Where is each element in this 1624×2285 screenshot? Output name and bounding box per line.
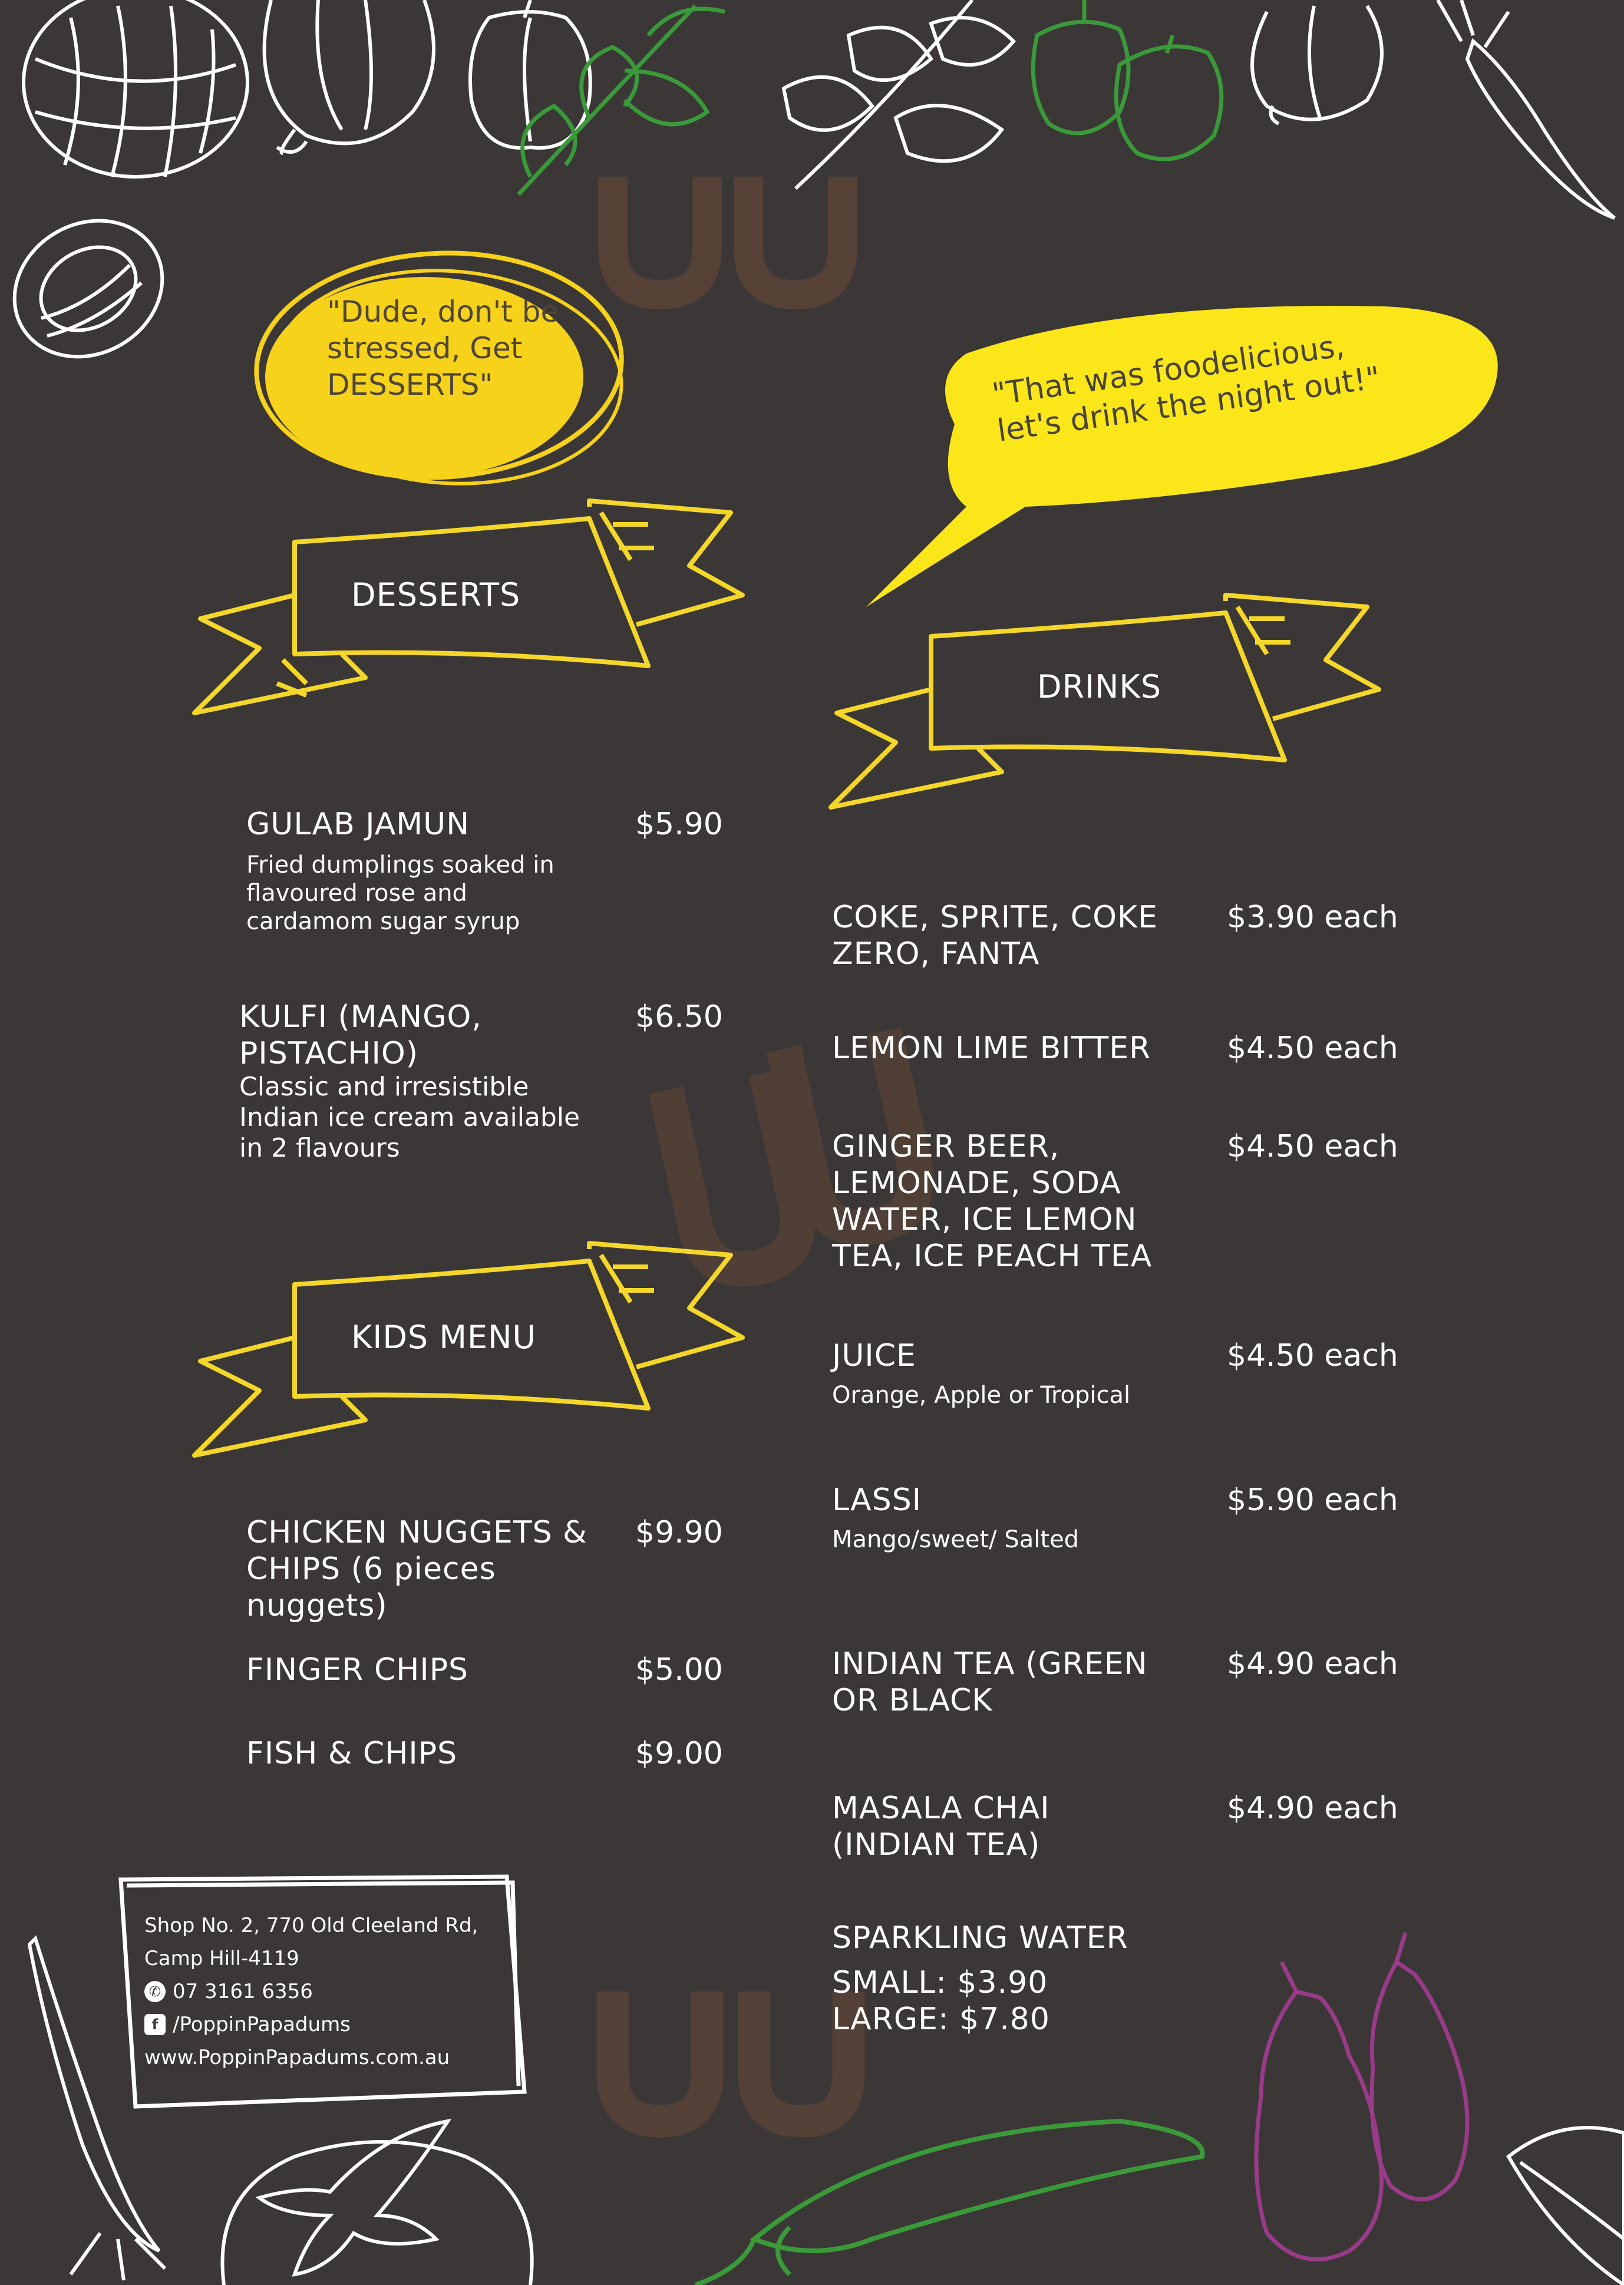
kids-item: CHICKEN NUGGETS & CHIPS (6 pieces nugget… — [246, 1514, 735, 1624]
kids-item: FISH & CHIPS $9.00 — [246, 1735, 735, 1772]
drink-name: LEMON LIME BITTER — [832, 1031, 1151, 1066]
website-link[interactable]: www.PoppinPapadums.com.au — [144, 2046, 450, 2069]
dessert-name: GULAB JAMUN — [246, 807, 470, 842]
drink-price: $5.90 each — [1227, 1482, 1398, 1518]
dessert-name: KULFI (MANGO, PISTACHIO) — [239, 999, 482, 1071]
herb-leaf-doodle-icon — [517, 4, 725, 196]
drink-item: GINGER BEER, LEMONADE, SODA WATER, ICE L… — [832, 1128, 1410, 1274]
bell-pepper-doodle-icon — [468, 0, 592, 150]
drink-name: SPARKLING WATER — [832, 1920, 1128, 1956]
facebook-icon: f — [144, 2014, 166, 2035]
drink-price: $4.50 each — [1227, 1129, 1398, 1164]
dessert-description: Classic and irresistible Indian ice crea… — [239, 1072, 580, 1163]
desserts-section-title: DESSERTS — [351, 576, 521, 613]
drink-item: LASSI $5.90 each Mango/sweet/ Salted — [832, 1482, 1410, 1554]
drink-item: LEMON LIME BITTER $4.50 each — [832, 1030, 1410, 1066]
drinks-quote: "That was foodelicious, let's drink the … — [990, 310, 1478, 450]
drink-item: MASALA CHAI (INDIAN TEA) $4.90 each — [832, 1790, 1410, 1863]
facebook-handle[interactable]: /PoppinPapadums — [173, 2013, 351, 2036]
kids-item-price: $9.00 — [635, 1736, 723, 1771]
dessert-price: $5.90 — [635, 807, 723, 842]
onion-doodle-icon — [262, 0, 435, 155]
garlic-doodle-icon — [22, 0, 249, 179]
kids-item-name: CHICKEN NUGGETS & CHIPS (6 pieces nugget… — [246, 1515, 587, 1623]
address-line2: Camp Hill-4119 — [144, 1947, 299, 1970]
drink-description: Mango/sweet/ Salted — [832, 1526, 1080, 1553]
dessert-description: Fried dumplings soaked in flavoured rose… — [246, 851, 554, 935]
phone-row[interactable]: ✆ 07 3161 6356 — [144, 1975, 510, 2008]
drink-price-large: LARGE: $7.80 — [832, 2002, 1050, 2037]
desserts-quote-text: "Dude, don't be stressed, Get DESSERTS" — [327, 295, 559, 402]
carrot-doodle-icon — [1436, 0, 1616, 220]
drink-item: COKE, SPRITE, COKE ZERO, FANTA $3.90 eac… — [832, 899, 1410, 972]
kids-item-name: FINGER CHIPS — [246, 1652, 469, 1688]
dessert-item: KULFI (MANGO, PISTACHIO) $6.50 Classic a… — [239, 999, 734, 1164]
drink-price: $4.50 each — [1227, 1338, 1398, 1373]
herb-sprig-doodle-icon — [781, 0, 1016, 190]
drink-name: LASSI — [832, 1482, 922, 1518]
mushroom-doodle-icon — [12, 219, 164, 359]
drink-price-small: SMALL: $3.90 — [832, 1965, 1048, 2000]
drink-name: MASALA CHAI (INDIAN TEA) — [832, 1791, 1050, 1863]
watermark-logo-bottom — [596, 1992, 865, 2138]
drinks-section-title: DRINKS — [1037, 668, 1162, 705]
tomato-doodle-icon — [220, 2118, 534, 2285]
kids-item-price: $9.90 — [635, 1515, 723, 1550]
drink-name: JUICE — [832, 1338, 916, 1373]
drink-item: INDIAN TEA (GREEN OR BLACK $4.90 each — [832, 1646, 1410, 1719]
kids-item-price: $5.00 — [635, 1652, 723, 1688]
green-peppers-doodle-icon — [1031, 0, 1224, 161]
drink-name: GINGER BEER, LEMONADE, SODA WATER, ICE L… — [832, 1129, 1153, 1274]
dessert-item: GULAB JAMUN $5.90 Fried dumplings soaked… — [246, 806, 735, 936]
drink-item: SPARKLING WATER SMALL: $3.90 LARGE: $7.8… — [832, 1920, 1410, 2038]
drink-price: $4.90 each — [1227, 1646, 1398, 1682]
drink-name: COKE, SPRITE, COKE ZERO, FANTA — [832, 900, 1158, 972]
watermark-logo-top — [598, 177, 857, 310]
drink-item: JUICE $4.50 each Orange, Apple or Tropic… — [832, 1338, 1410, 1409]
drink-price: $4.50 each — [1227, 1031, 1398, 1066]
kids-item: FINGER CHIPS $5.00 — [246, 1652, 735, 1688]
drink-price: $4.90 each — [1227, 1791, 1398, 1826]
facebook-row[interactable]: f /PoppinPapadums — [144, 2008, 510, 2041]
dessert-price: $6.50 — [635, 999, 723, 1035]
kids-item-name: FISH & CHIPS — [246, 1736, 458, 1771]
drink-description: Orange, Apple or Tropical — [832, 1382, 1131, 1409]
leaf-bottom-doodle-icon — [1506, 2126, 1624, 2285]
whatsapp-phone-icon: ✆ — [144, 1981, 166, 2002]
drink-name: INDIAN TEA (GREEN OR BLACK — [832, 1646, 1148, 1718]
kids-menu-section-title: KIDS MENU — [351, 1319, 536, 1356]
onion-right-doodle-icon — [1250, 5, 1384, 126]
chili-doodle-icon — [694, 2118, 1205, 2285]
address-line1: Shop No. 2, 770 Old Cleeland Rd, — [144, 1914, 478, 1937]
contact-box: Shop No. 2, 770 Old Cleeland Rd, Camp Hi… — [144, 1909, 510, 2074]
phone-number[interactable]: 07 3161 6356 — [173, 1980, 313, 2003]
drink-price: $3.90 each — [1227, 900, 1398, 935]
